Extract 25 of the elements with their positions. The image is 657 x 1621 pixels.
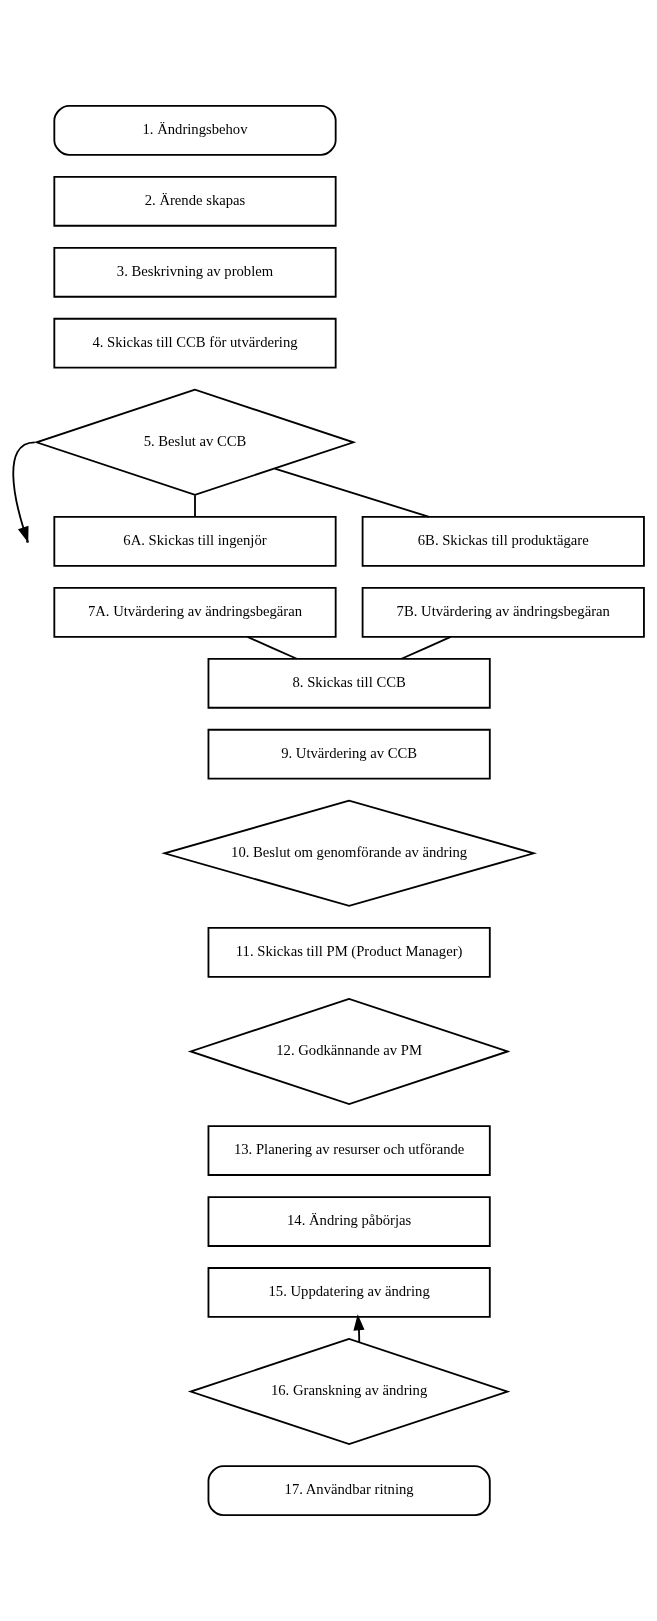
- node-box: 8. Skickas till CCB: [207, 657, 491, 709]
- node-box: 6A. Skickas till ingenjör: [53, 516, 337, 567]
- node-box: 13. Planering av resurser och utförande: [207, 1125, 491, 1176]
- node-box: 1. Ändringsbehov: [53, 104, 337, 156]
- connector: [400, 636, 452, 660]
- node-box: 7B. Utvärdering av ändringsbegäran: [361, 586, 645, 638]
- node-box: 3. Beskrivning av problem: [53, 246, 337, 298]
- node-diamond: 16. Granskning av ändring: [187, 1338, 511, 1446]
- node-box: 9. Utvärdering av CCB: [207, 728, 491, 780]
- node-box: 11. Skickas till PM (Product Manager): [207, 927, 491, 978]
- node-box: 4. Skickas till CCB för utvärdering: [53, 317, 337, 369]
- node-box: 2. Ärende skapas: [53, 175, 337, 227]
- connector: [194, 494, 196, 518]
- connector: [273, 467, 431, 518]
- node-diamond: 10. Beslut om genomförande av ändring: [161, 799, 538, 907]
- node-box: 7A. Utvärdering av ändringsbegäran: [53, 586, 337, 638]
- node-diamond: 5. Beslut av CCB: [33, 388, 357, 496]
- connector: [246, 636, 298, 660]
- node-box: 6B. Skickas till produktägare: [361, 516, 645, 567]
- arrow: [353, 1314, 365, 1344]
- node-box: 17. Användbar ritning: [207, 1465, 491, 1517]
- node-diamond: 12. Godkännande av PM: [187, 997, 511, 1106]
- arrow: [12, 441, 36, 543]
- node-box: 14. Ändring påbörjas: [207, 1196, 491, 1247]
- node-box: 15. Uppdatering av ändring: [207, 1267, 491, 1318]
